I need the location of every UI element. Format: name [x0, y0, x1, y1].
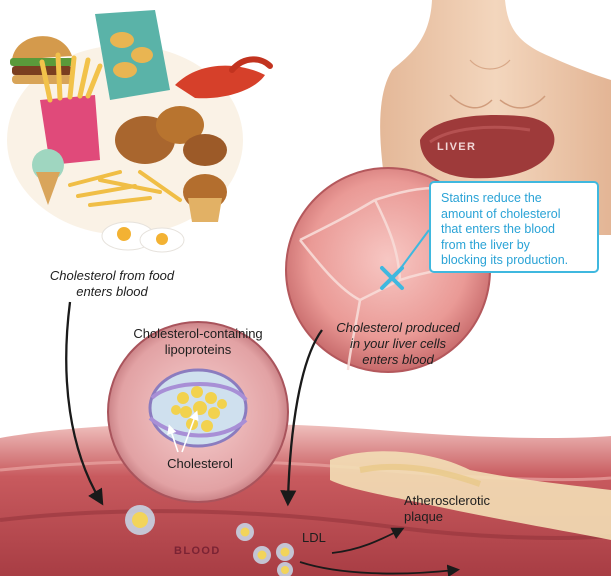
liver-to-blood-arrow — [280, 329, 323, 507]
food-to-blood-arrow — [65, 301, 104, 506]
plaque-label: Atherosclerotic plaque — [404, 493, 514, 525]
plaque-label-line2: plaque — [404, 509, 444, 524]
ldl-label-text: LDL — [302, 530, 326, 545]
lipoprotein-circle — [107, 321, 289, 503]
food-label-line1: Cholesterol from food — [49, 268, 175, 283]
callout-line: Statins reduce the — [441, 191, 542, 205]
blood-label: BLOOD — [174, 545, 221, 557]
ldl-forward-arrow — [299, 561, 461, 576]
lipoprotein-label-line1: Cholesterol-containing — [133, 326, 263, 341]
callout-line: that enters the blood — [441, 222, 555, 236]
liver-cell-label-line1: Cholesterol produced — [336, 320, 460, 335]
plaque-label-line1: Atherosclerotic — [404, 493, 490, 508]
cholesterol-label-text: Cholesterol — [167, 456, 233, 471]
callout-line: from the liver by — [441, 237, 530, 252]
artery-illustration — [0, 423, 611, 576]
blood-particle — [276, 543, 294, 561]
x-icon — [380, 266, 404, 290]
liver-organ-label: LIVER — [437, 141, 477, 153]
cholesterol-label: Cholesterol — [150, 456, 250, 472]
liver-organ — [420, 115, 555, 179]
ldl-to-plaque-arrow — [331, 527, 405, 554]
food-label-line2: enters blood — [76, 284, 148, 299]
food-label: Cholesterol from food enters blood — [22, 268, 202, 300]
blood-particle — [125, 505, 155, 535]
food-illustration — [7, 10, 273, 253]
lipoprotein-label-line2: lipoproteins — [164, 342, 232, 357]
liver-cell-label-line2: in your liver cells — [349, 336, 447, 351]
ldl-label: LDL — [302, 530, 342, 546]
lipoprotein-label: Cholesterol-containing lipoproteins — [108, 326, 288, 358]
callout-line: blocking its production. — [441, 253, 569, 267]
blood-particle — [277, 562, 293, 576]
callout-line: amount of cholesterol — [441, 206, 561, 221]
liver-cell-label-line3: enters blood — [362, 352, 434, 367]
statins-callout: Statins reduce the amount of cholesterol… — [429, 181, 599, 273]
blood-particle — [253, 546, 271, 564]
liver-cell-label: Cholesterol produced in your liver cells… — [318, 320, 478, 368]
blood-particle — [236, 523, 254, 541]
